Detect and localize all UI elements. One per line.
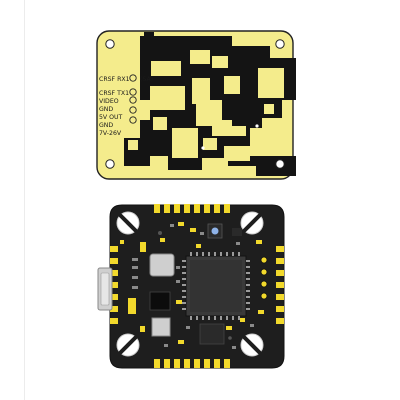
label-crsf-rx1: CRSF RX1: [99, 76, 130, 83]
label-vin: 7V-26V: [99, 130, 122, 137]
side-divider: [24, 0, 25, 400]
label-video: VIDEO: [99, 98, 119, 105]
pcb-bottom-side-icon: [96, 30, 296, 180]
label-gnd-1: GND: [99, 106, 113, 113]
label-crsf-tx1: CRSF TX1: [99, 90, 129, 97]
pcb-top-side-icon: [97, 204, 285, 369]
pin-labels: CRSF RX1 (SA) CRSF TX1 VIDEO GND 5V OUT …: [99, 76, 153, 137]
label-gnd-2: GND: [99, 122, 113, 129]
label-sa: (SA): [140, 76, 153, 83]
label-5v-out: 5V OUT: [99, 114, 123, 121]
